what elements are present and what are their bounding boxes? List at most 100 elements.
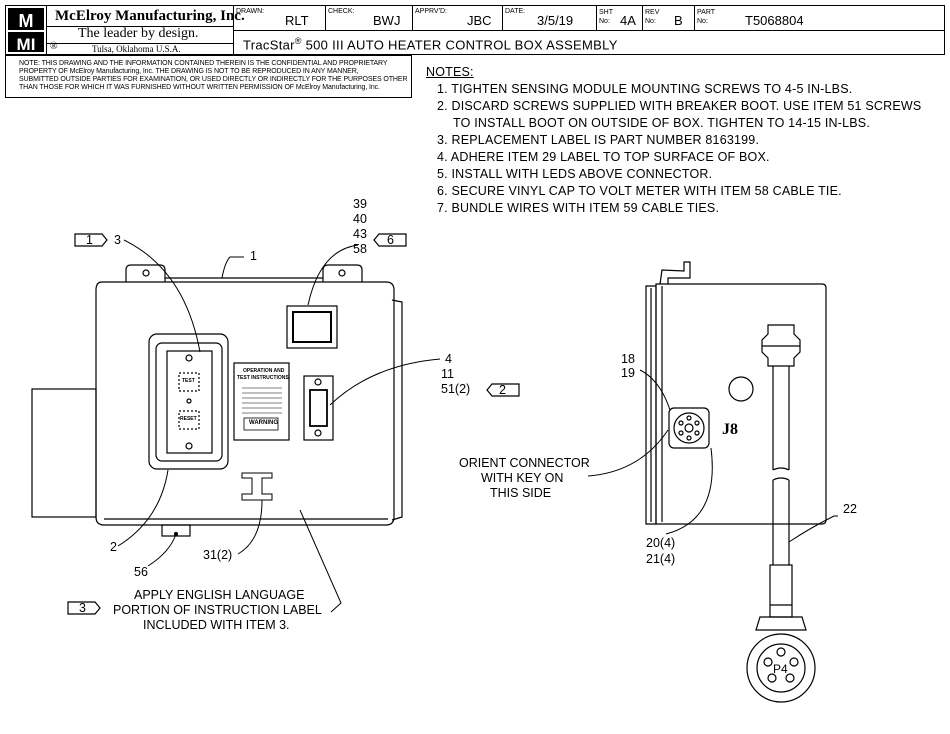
callout-43: 43 xyxy=(353,227,367,241)
front-view xyxy=(31,264,403,537)
drawn-label: DRAWN: xyxy=(236,8,265,15)
leader-18 xyxy=(639,369,671,411)
flag-1 xyxy=(74,233,108,247)
note-4: 4. ADHERE ITEM 29 LABEL TO TOP SURFACE O… xyxy=(437,150,770,164)
j8-label: J8 xyxy=(722,421,738,438)
cable-upper xyxy=(772,366,790,470)
orient-note-line-3: THIS SIDE xyxy=(490,486,552,500)
callout-4: 4 xyxy=(445,352,452,366)
flag-1-number: 1 xyxy=(86,233,93,247)
apply-note-line-2: PORTION OF INSTRUCTION LABEL xyxy=(113,603,322,617)
tracstar-logo-label xyxy=(241,472,273,501)
front-connector-bottom-screw xyxy=(314,429,322,437)
drawn-value: RLT xyxy=(285,13,309,28)
instruction-warning-box xyxy=(243,417,279,431)
sheet-label-2: No: xyxy=(599,18,610,25)
flag-3 xyxy=(67,601,101,615)
note-6: 6. SECURE VINYL CAP TO VOLT METER WITH I… xyxy=(437,184,842,198)
box-back-flange xyxy=(391,299,403,521)
drawing-title-mark: ® xyxy=(294,36,302,46)
callout-22: 22 xyxy=(843,502,857,516)
gfci-plate xyxy=(166,350,213,454)
instruction-label-warning: WARNING xyxy=(249,420,278,426)
j8-pin-5 xyxy=(678,430,684,436)
p4-pin-4 xyxy=(767,673,777,683)
leader-56 xyxy=(147,533,177,567)
approved-label: APPRV'D: xyxy=(415,8,447,15)
volt-meter xyxy=(286,305,338,349)
date-label: DATE: xyxy=(505,8,526,15)
part-label-1: PART xyxy=(697,9,716,16)
callout-19: 19 xyxy=(621,366,635,380)
rev-label-2: No: xyxy=(645,18,656,25)
drawing-title-rest: 500 III AUTO HEATER CONTROL BOX ASSEMBLY xyxy=(301,37,618,53)
j8-pin-center xyxy=(684,423,694,433)
front-connector-plate xyxy=(303,375,334,441)
instruction-label xyxy=(233,362,290,441)
note-2: 2. DISCARD SCREWS SUPPLIED WITH BREAKER … xyxy=(437,99,922,113)
side-handle xyxy=(659,261,691,285)
side-hole xyxy=(728,376,754,402)
slogan-box xyxy=(47,26,233,27)
j8-pin-6 xyxy=(678,420,684,426)
callout-11: 11 xyxy=(441,367,454,381)
disclaimer-box xyxy=(5,55,412,98)
j8-connector-flange xyxy=(668,407,710,449)
p4-coupling xyxy=(755,616,807,631)
breaker-boot-inner xyxy=(155,342,223,462)
note-2-continued: TO INSTALL BOOT ON OUTSIDE OF BOX. TIGHT… xyxy=(453,116,870,130)
callout-18: 18 xyxy=(621,352,635,366)
note-1: 1. TIGHTEN SENSING MODULE MOUNTING SCREW… xyxy=(437,82,853,96)
front-connector-window xyxy=(309,389,328,427)
j8-pin-3 xyxy=(694,430,700,436)
company-name: McElroy Manufacturing, Inc. xyxy=(55,8,245,24)
flag-2-number: 2 xyxy=(499,383,506,397)
front-connector-top-screw xyxy=(314,378,322,386)
company-logo: M MI xyxy=(5,5,47,55)
gfci-top-screw xyxy=(185,354,193,362)
part-label-2: No: xyxy=(697,18,708,25)
orient-note-line-2: WITH KEY ON xyxy=(481,471,564,485)
svg-text:MI: MI xyxy=(17,35,36,54)
callout-3-top: 3 xyxy=(114,233,121,247)
cable-gland xyxy=(761,324,801,367)
apply-note-line-3: INCLUDED WITH ITEM 3. xyxy=(143,618,290,632)
front-box-outline xyxy=(95,281,395,526)
leader-31 xyxy=(237,499,263,555)
sheet-value: 4A xyxy=(620,13,636,28)
sheet-label-1: SHT xyxy=(599,9,613,16)
leader-22 xyxy=(788,515,838,543)
cable-lower xyxy=(772,480,790,565)
p4-pin-3 xyxy=(789,657,799,667)
flag-2 xyxy=(486,383,520,397)
j8-pin-4 xyxy=(686,435,692,441)
disclaimer-line-1: NOTE: THIS DRAWING AND THE INFORMATION C… xyxy=(19,60,388,67)
side-flange xyxy=(645,285,657,525)
svg-text:M: M xyxy=(19,11,34,31)
callout-31: 31(2) xyxy=(203,548,233,562)
leader-58 xyxy=(307,244,359,306)
flag-3-number: 3 xyxy=(79,601,86,615)
cable-break-top xyxy=(772,467,790,471)
note-3: 3. REPLACEMENT LABEL IS PART NUMBER 8163… xyxy=(437,133,760,147)
flag-6-number: 6 xyxy=(387,233,394,247)
leader-3 xyxy=(123,239,201,353)
j8-connector-body xyxy=(673,412,705,444)
callout-2: 2 xyxy=(110,540,117,554)
callout-1: 1 xyxy=(250,249,257,263)
disclaimer-line-4: THAN THOSE FOR WHICH IT WAS FURNISHED WI… xyxy=(19,84,380,91)
callout-51: 51(2) xyxy=(441,382,471,396)
slogan-underline xyxy=(47,43,233,44)
p4-connector-face xyxy=(746,633,816,703)
instruction-label-title-2: TEST INSTRUCTIONS xyxy=(237,375,289,381)
volt-meter-window xyxy=(292,311,332,343)
check-label: CHECK: xyxy=(328,8,355,15)
check-value: BWJ xyxy=(373,13,401,28)
right-hinge-tab xyxy=(322,264,363,282)
leader-orient xyxy=(587,429,669,477)
p4-pin-1 xyxy=(776,647,786,657)
disclaimer-line-2: PROPERTY OF McElroy Manufacturing, Inc. … xyxy=(19,68,359,75)
p4-connector-inner xyxy=(756,643,806,693)
